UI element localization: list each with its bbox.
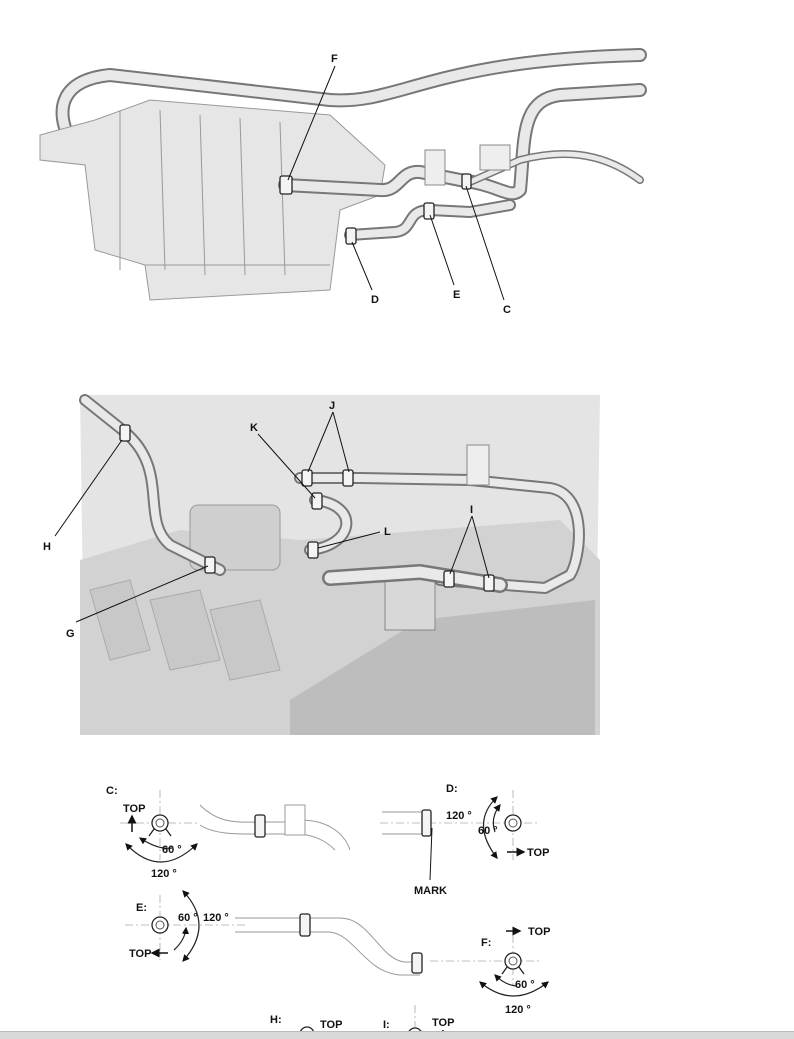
detail-f-120: 120 ° [505,1004,531,1016]
detail-d-top: TOP [527,847,549,859]
clamp-j1 [301,469,313,487]
clip [466,444,490,486]
detail-e: E: 60 ° 120 ° TOP [125,890,423,976]
callout-k: K [250,422,258,434]
detail-f: F: TOP 60 ° 120 ° [430,926,550,1016]
detail-e-title: E: [136,902,147,914]
callout-h: H [43,541,51,553]
canister [189,504,281,571]
callout-j: J [329,400,335,412]
callout-i: I [470,504,473,516]
clamp-e-detail [299,913,311,937]
callout-d: D [371,294,379,306]
clamp-g [204,556,216,574]
clamp-h [119,424,131,442]
detail-e-60: 60 ° [178,912,198,924]
evap-canister [39,99,386,301]
detail-d-title: D: [446,783,458,795]
viewer-bottom-edge [0,1031,794,1039]
detail-h-top: TOP [320,1019,342,1031]
detail-d-mark: MARK [414,885,447,897]
connector [479,144,511,171]
clamp-i1 [443,570,455,588]
clamp-d [345,227,357,245]
detail-c: C: TOP 60 ° 120 ° [106,785,351,880]
detail-f-top: TOP [528,926,550,938]
clamp-f-detail [411,952,423,974]
detail-f-title: F: [481,937,491,949]
detail-e-top: TOP [129,948,151,960]
callout-c: C [503,304,511,316]
callout-f: F [331,53,338,65]
callout-l: L [384,526,391,538]
detail-f-60: 60 ° [515,979,535,991]
canister-hose-top-view: F D E C [39,48,647,316]
detail-c-120: 120 ° [151,868,177,880]
detail-e-120: 120 ° [203,912,229,924]
detail-c-top: TOP [123,803,145,815]
callout-e: E [453,289,460,301]
clamp-f [279,175,293,195]
purge-valve-detail [284,804,306,836]
detail-i-top: TOP [432,1017,454,1029]
underbody-hose-view: J K H L I G [43,394,600,735]
detail-c-title: C: [106,785,118,797]
clamp-c-detail [254,814,266,838]
detail-h-title: H: [270,1014,282,1026]
clamp-l [307,541,319,559]
detail-c-60: 60 ° [162,844,182,856]
clamp-k [311,492,323,510]
clamp-d-detail [421,809,432,837]
callout-g: G [66,628,75,640]
purge-valve [424,149,446,186]
detail-d-60: 60 ° [478,825,498,837]
clamp-j2 [342,469,354,487]
detail-d-120: 120 ° [446,810,472,822]
clamp-i2 [483,574,495,592]
detail-d: D: 120 ° 60 ° TOP MARK [380,783,549,897]
detail-i-title: I: [383,1019,390,1031]
clamp-e [423,202,435,220]
